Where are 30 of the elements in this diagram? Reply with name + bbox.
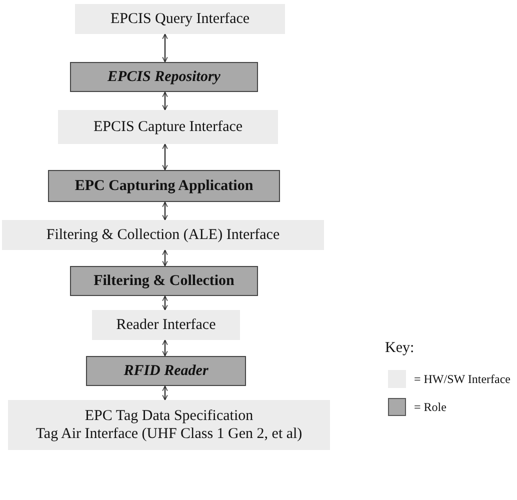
role-box bbox=[86, 356, 246, 386]
node-text: EPC Tag Data Specification bbox=[84, 407, 254, 425]
node-text: EPCIS Repository bbox=[108, 68, 220, 86]
node-text: Tag Air Interface (UHF Class 1 Gen 2, et al) bbox=[36, 425, 302, 443]
double-arrow bbox=[162, 92, 168, 110]
node-text: EPC Capturing Application bbox=[74, 177, 254, 195]
interface-band bbox=[58, 110, 278, 144]
key-heading: Key: bbox=[385, 340, 414, 357]
double-arrow bbox=[162, 386, 168, 400]
double-arrow bbox=[162, 202, 168, 220]
node-text: Reader Interface bbox=[116, 316, 216, 334]
node-text: EPCIS Capture Interface bbox=[93, 118, 243, 136]
role-box bbox=[70, 62, 258, 92]
node-text: Filtering & Collection bbox=[94, 272, 234, 290]
double-arrow bbox=[162, 34, 168, 62]
double-arrow bbox=[162, 296, 168, 310]
node-text: Filtering & Collection (ALE) Interface bbox=[46, 226, 280, 244]
interface-band bbox=[8, 400, 330, 450]
legend-text: = Role bbox=[414, 400, 446, 415]
double-arrow bbox=[162, 250, 168, 266]
double-arrow bbox=[162, 340, 168, 356]
node-text: RFID Reader bbox=[124, 362, 208, 380]
interface-band bbox=[92, 310, 240, 340]
role-box bbox=[70, 266, 258, 296]
node-text: EPCIS Query Interface bbox=[110, 10, 250, 28]
role-box bbox=[48, 170, 280, 202]
interface-band bbox=[2, 220, 324, 250]
interface-band bbox=[75, 4, 285, 34]
double-arrow bbox=[162, 144, 168, 170]
legend-text: = HW/SW Interface bbox=[414, 372, 511, 387]
